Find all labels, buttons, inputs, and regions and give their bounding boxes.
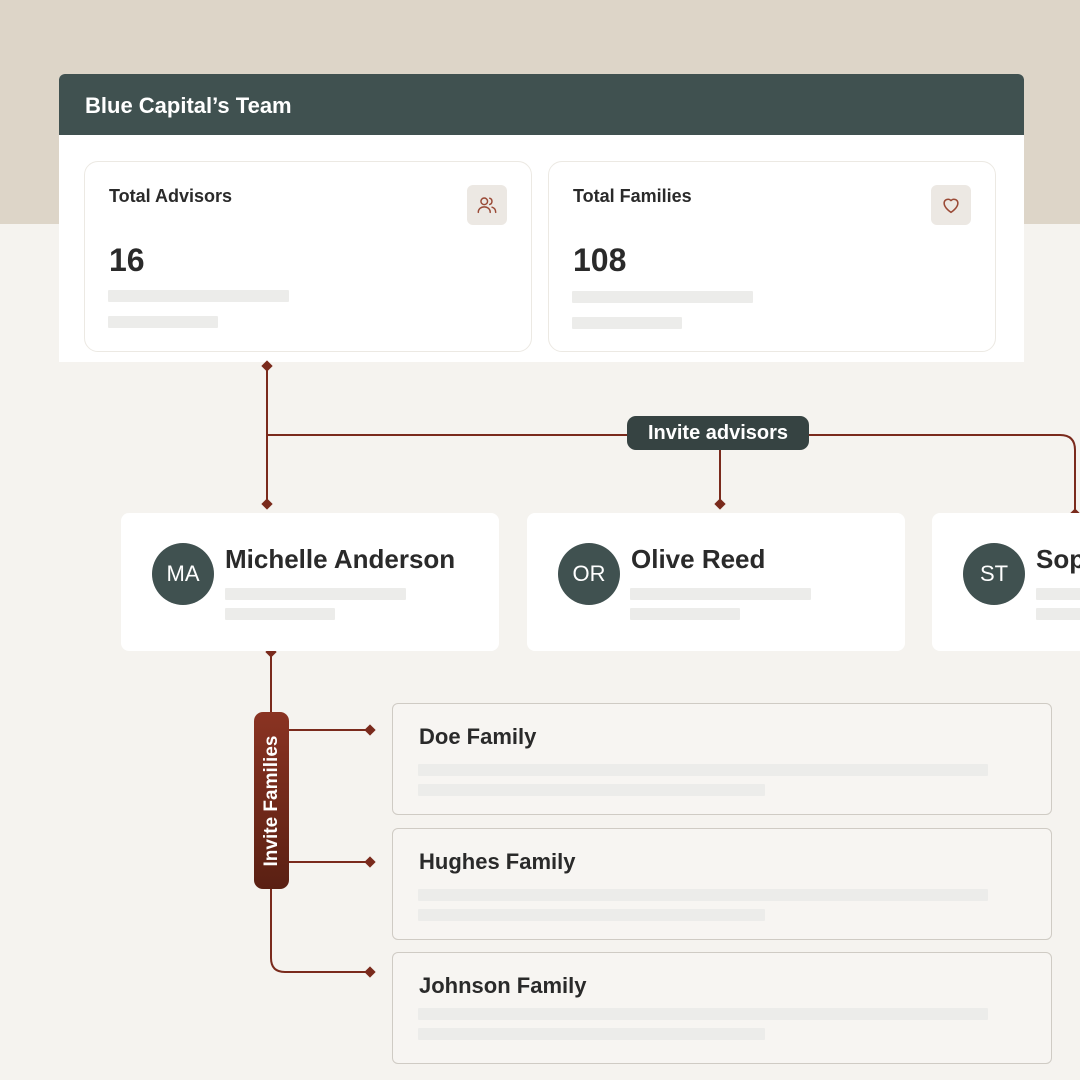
placeholder-line bbox=[225, 608, 335, 620]
total-families-value: 108 bbox=[573, 242, 627, 278]
total-advisors-card[interactable]: Total Advisors 16 bbox=[84, 161, 532, 352]
family-name: Hughes Family bbox=[419, 849, 576, 874]
placeholder-line bbox=[418, 764, 988, 776]
users-icon bbox=[467, 185, 507, 225]
placeholder-line bbox=[630, 588, 811, 600]
total-families-card[interactable]: Total Families 108 bbox=[548, 161, 996, 352]
total-advisors-label: Total Advisors bbox=[109, 186, 233, 206]
team-panel: Blue Capital’s Team Total Advisors 16 To… bbox=[59, 74, 1024, 362]
placeholder-line bbox=[418, 909, 765, 921]
placeholder-line bbox=[108, 290, 289, 302]
family-name: Johnson Family bbox=[419, 973, 587, 998]
placeholder-line bbox=[572, 291, 753, 303]
advisor-name: Sop bbox=[1036, 544, 1080, 574]
placeholder-line bbox=[1036, 608, 1080, 620]
placeholder-line bbox=[108, 316, 218, 328]
placeholder-line bbox=[630, 608, 740, 620]
invite-families-label: Invite Families bbox=[260, 735, 282, 866]
advisor-card[interactable]: ST Sop bbox=[932, 513, 1080, 651]
invite-families-button[interactable]: Invite Families bbox=[254, 712, 289, 889]
family-card[interactable]: Hughes Family bbox=[392, 828, 1052, 940]
heart-icon bbox=[931, 185, 971, 225]
invite-advisors-button[interactable]: Invite advisors bbox=[627, 416, 809, 450]
team-title: Blue Capital’s Team bbox=[59, 74, 1024, 135]
advisor-card[interactable]: OR Olive Reed bbox=[527, 513, 905, 651]
placeholder-line bbox=[418, 784, 765, 796]
placeholder-line bbox=[418, 1028, 765, 1040]
placeholder-line bbox=[225, 588, 406, 600]
advisor-card[interactable]: MA Michelle Anderson bbox=[121, 513, 499, 651]
total-families-label: Total Families bbox=[573, 186, 692, 206]
advisor-name: Michelle Anderson bbox=[225, 544, 456, 574]
placeholder-line bbox=[418, 1008, 988, 1020]
avatar: OR bbox=[558, 543, 620, 605]
advisor-name: Olive Reed bbox=[631, 544, 766, 574]
family-card[interactable]: Doe Family bbox=[392, 703, 1052, 815]
total-advisors-value: 16 bbox=[109, 242, 145, 278]
family-card[interactable]: Johnson Family bbox=[392, 952, 1052, 1064]
placeholder-line bbox=[418, 889, 988, 901]
avatar: ST bbox=[963, 543, 1025, 605]
placeholder-line bbox=[1036, 588, 1080, 600]
placeholder-line bbox=[572, 317, 682, 329]
avatar: MA bbox=[152, 543, 214, 605]
family-name: Doe Family bbox=[419, 724, 537, 749]
